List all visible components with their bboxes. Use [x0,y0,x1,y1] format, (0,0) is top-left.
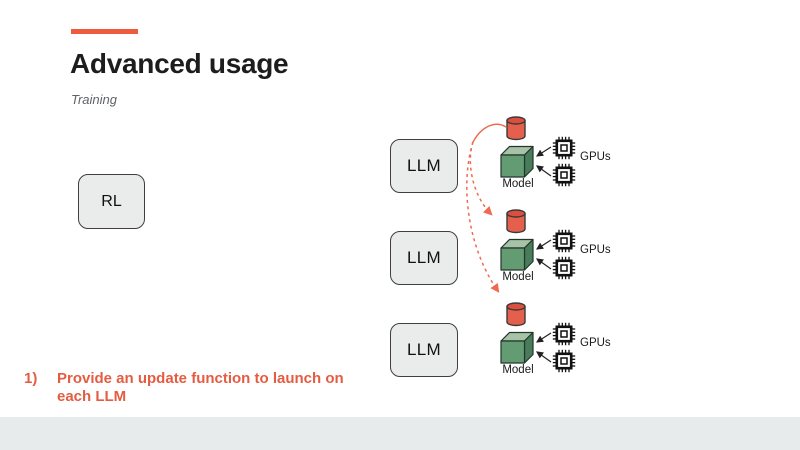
database-cylinder-icon [506,116,526,141]
note-text: Provide an update function to launch on … [57,370,344,405]
title-accent-bar [71,29,138,34]
llm-node-label: LLM [407,156,441,175]
model-label: Model [502,271,534,283]
database-cylinder-icon [506,209,526,234]
gpus-label: GPUs [580,244,611,256]
database-cylinder-icon [506,302,526,327]
background-strip [0,417,800,450]
slide-title: Advanced usage [70,48,289,79]
llm-node-label: LLM [407,248,441,267]
llm-node-label: LLM [407,340,441,359]
note-number: 1) [24,370,38,387]
gpu-chip-icon [552,163,576,187]
rl-node: RL [78,174,145,229]
slide-subtitle: Training [71,92,118,107]
llm-node-1: LLM [390,139,458,193]
model-cube-icon [500,145,534,178]
worker-cluster-2: Model GPUs [490,207,615,289]
rl-node-label: RL [101,192,122,210]
llm-node-2: LLM [390,231,458,285]
model-label: Model [502,364,534,376]
model-cube-icon [500,331,534,364]
gpus-label: GPUs [580,337,611,349]
model-label: Model [502,178,534,190]
gpu-chip-icon [552,322,576,346]
gpu-chip-icon [552,349,576,373]
gpu-chip-icon [552,136,576,160]
worker-cluster-3: Model GPUs [490,300,615,382]
llm-node-3: LLM [390,323,458,377]
gpu-chip-icon [552,256,576,280]
worker-cluster-1: Model [490,114,615,196]
gpus-label: GPUs [580,151,611,163]
gpu-chip-icon [552,229,576,253]
model-cube-icon [500,238,534,271]
